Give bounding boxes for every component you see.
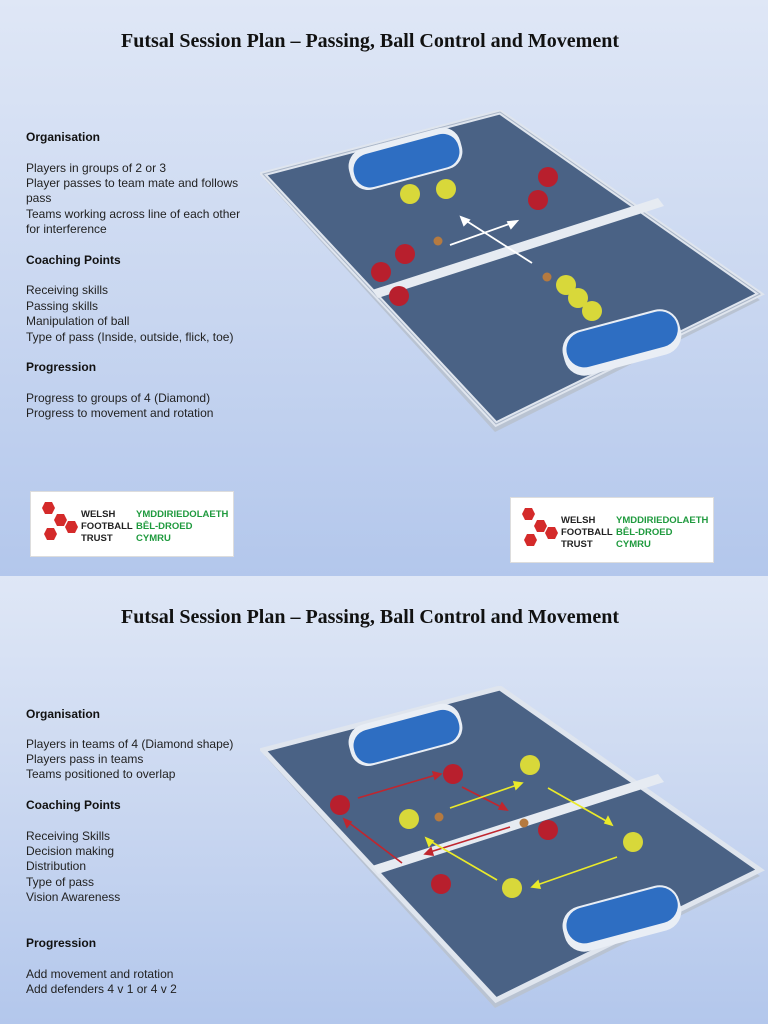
organisation-line: Player passes to team mate and follows — [26, 176, 239, 190]
coaching-line: Receiving Skills — [26, 829, 111, 843]
coaching-line: Vision Awareness — [26, 890, 121, 904]
progression-line: Add defenders 4 v 1 or 4 v 2 — [26, 982, 177, 996]
red-pass-arrows — [342, 770, 511, 864]
red-players — [371, 167, 558, 306]
organisation-line: for interference — [26, 222, 107, 236]
progression-line: Progress to movement and rotation — [26, 406, 214, 420]
red-player — [371, 262, 391, 282]
organisation-line: pass — [26, 191, 52, 205]
coaching-line: Type of pass (Inside, outside, flick, to… — [26, 330, 234, 344]
logo-text: CYMRU — [136, 533, 171, 544]
ball — [542, 272, 552, 282]
ball — [434, 812, 444, 822]
red-player — [443, 764, 463, 784]
logo-text: YMDDIRIEDOLAETH — [616, 515, 709, 526]
logo-text: CYMRU — [616, 539, 651, 550]
red-player — [330, 795, 350, 815]
coaching-line: Distribution — [26, 859, 87, 873]
ball — [519, 818, 529, 828]
red-player — [389, 286, 409, 306]
logo-text: YMDDIRIEDOLAETH — [136, 509, 229, 520]
yellow-player — [400, 184, 420, 204]
red-player — [395, 244, 415, 264]
organisation-line: Teams positioned to overlap — [26, 767, 176, 781]
organisation-line: Players in teams of 4 (Diamond shape) — [26, 737, 234, 751]
pass-arrows — [449, 215, 533, 264]
logo-text: TRUST — [81, 533, 113, 544]
logo-text: WELSH — [81, 509, 116, 520]
yellow-players — [399, 755, 643, 898]
yellow-player — [582, 301, 602, 321]
yellow-player — [399, 809, 419, 829]
progression-line: Add movement and rotation — [26, 967, 174, 981]
logo-text: TRUST — [561, 539, 593, 550]
organisation-heading: Organisation — [26, 707, 101, 721]
futsal-pitch-diagram — [260, 110, 765, 432]
logo-text: FOOTBALL — [561, 527, 613, 538]
logo-text: WELSH — [561, 515, 596, 526]
ball — [433, 236, 443, 246]
slide-title: Futsal Session Plan – Passing, Ball Cont… — [120, 606, 620, 628]
coaching-line: Type of pass — [26, 875, 95, 889]
yellow-pass-arrows — [424, 781, 618, 889]
progression-heading: Progression — [26, 936, 97, 950]
yellow-player — [568, 288, 588, 308]
organisation-line: Players in groups of 2 or 3 — [26, 161, 167, 175]
red-player — [538, 167, 558, 187]
red-player — [528, 190, 548, 210]
slide-2: Futsal Session Plan – Passing, Ball Cont… — [0, 576, 768, 1024]
red-player — [538, 820, 558, 840]
coaching-line: Receiving skills — [26, 283, 109, 297]
yellow-player — [556, 275, 576, 295]
organisation-line: Players pass in teams — [26, 752, 144, 766]
slide-title: Futsal Session Plan – Passing, Ball Cont… — [120, 30, 620, 52]
yellow-player — [520, 755, 540, 775]
slide-1: Futsal Session Plan – Passing, Ball Cont… — [0, 0, 768, 576]
coaching-line: Passing skills — [26, 299, 99, 313]
organisation-heading: Organisation — [26, 130, 101, 144]
welsh-football-trust-logo: WELSH FOOTBALL TRUST YMDDIRIEDOLAETH BÊL… — [30, 491, 234, 557]
progression-line: Progress to groups of 4 (Diamond) — [26, 391, 211, 405]
welsh-football-trust-logo: WELSH FOOTBALL TRUST YMDDIRIEDOLAETH BÊL… — [510, 497, 714, 563]
yellow-player — [502, 878, 522, 898]
red-player — [431, 874, 451, 894]
yellow-player — [436, 179, 456, 199]
coaching-line: Manipulation of ball — [26, 314, 130, 328]
coaching-points-heading: Coaching Points — [26, 798, 121, 812]
logo-text: FOOTBALL — [81, 521, 133, 532]
red-players — [330, 764, 558, 894]
yellow-player — [623, 832, 643, 852]
futsal-pitch-diagram — [260, 686, 765, 1008]
hexagon-logo-icon — [522, 508, 558, 546]
yellow-players — [400, 179, 602, 321]
hexagon-logo-icon — [42, 502, 78, 540]
coaching-line: Decision making — [26, 844, 115, 858]
logo-text: BÊL-DROED — [616, 527, 673, 538]
logo-text: BÊL-DROED — [136, 521, 193, 532]
organisation-line: Teams working across line of each other — [26, 207, 241, 221]
progression-heading: Progression — [26, 360, 97, 374]
coaching-points-heading: Coaching Points — [26, 253, 121, 267]
